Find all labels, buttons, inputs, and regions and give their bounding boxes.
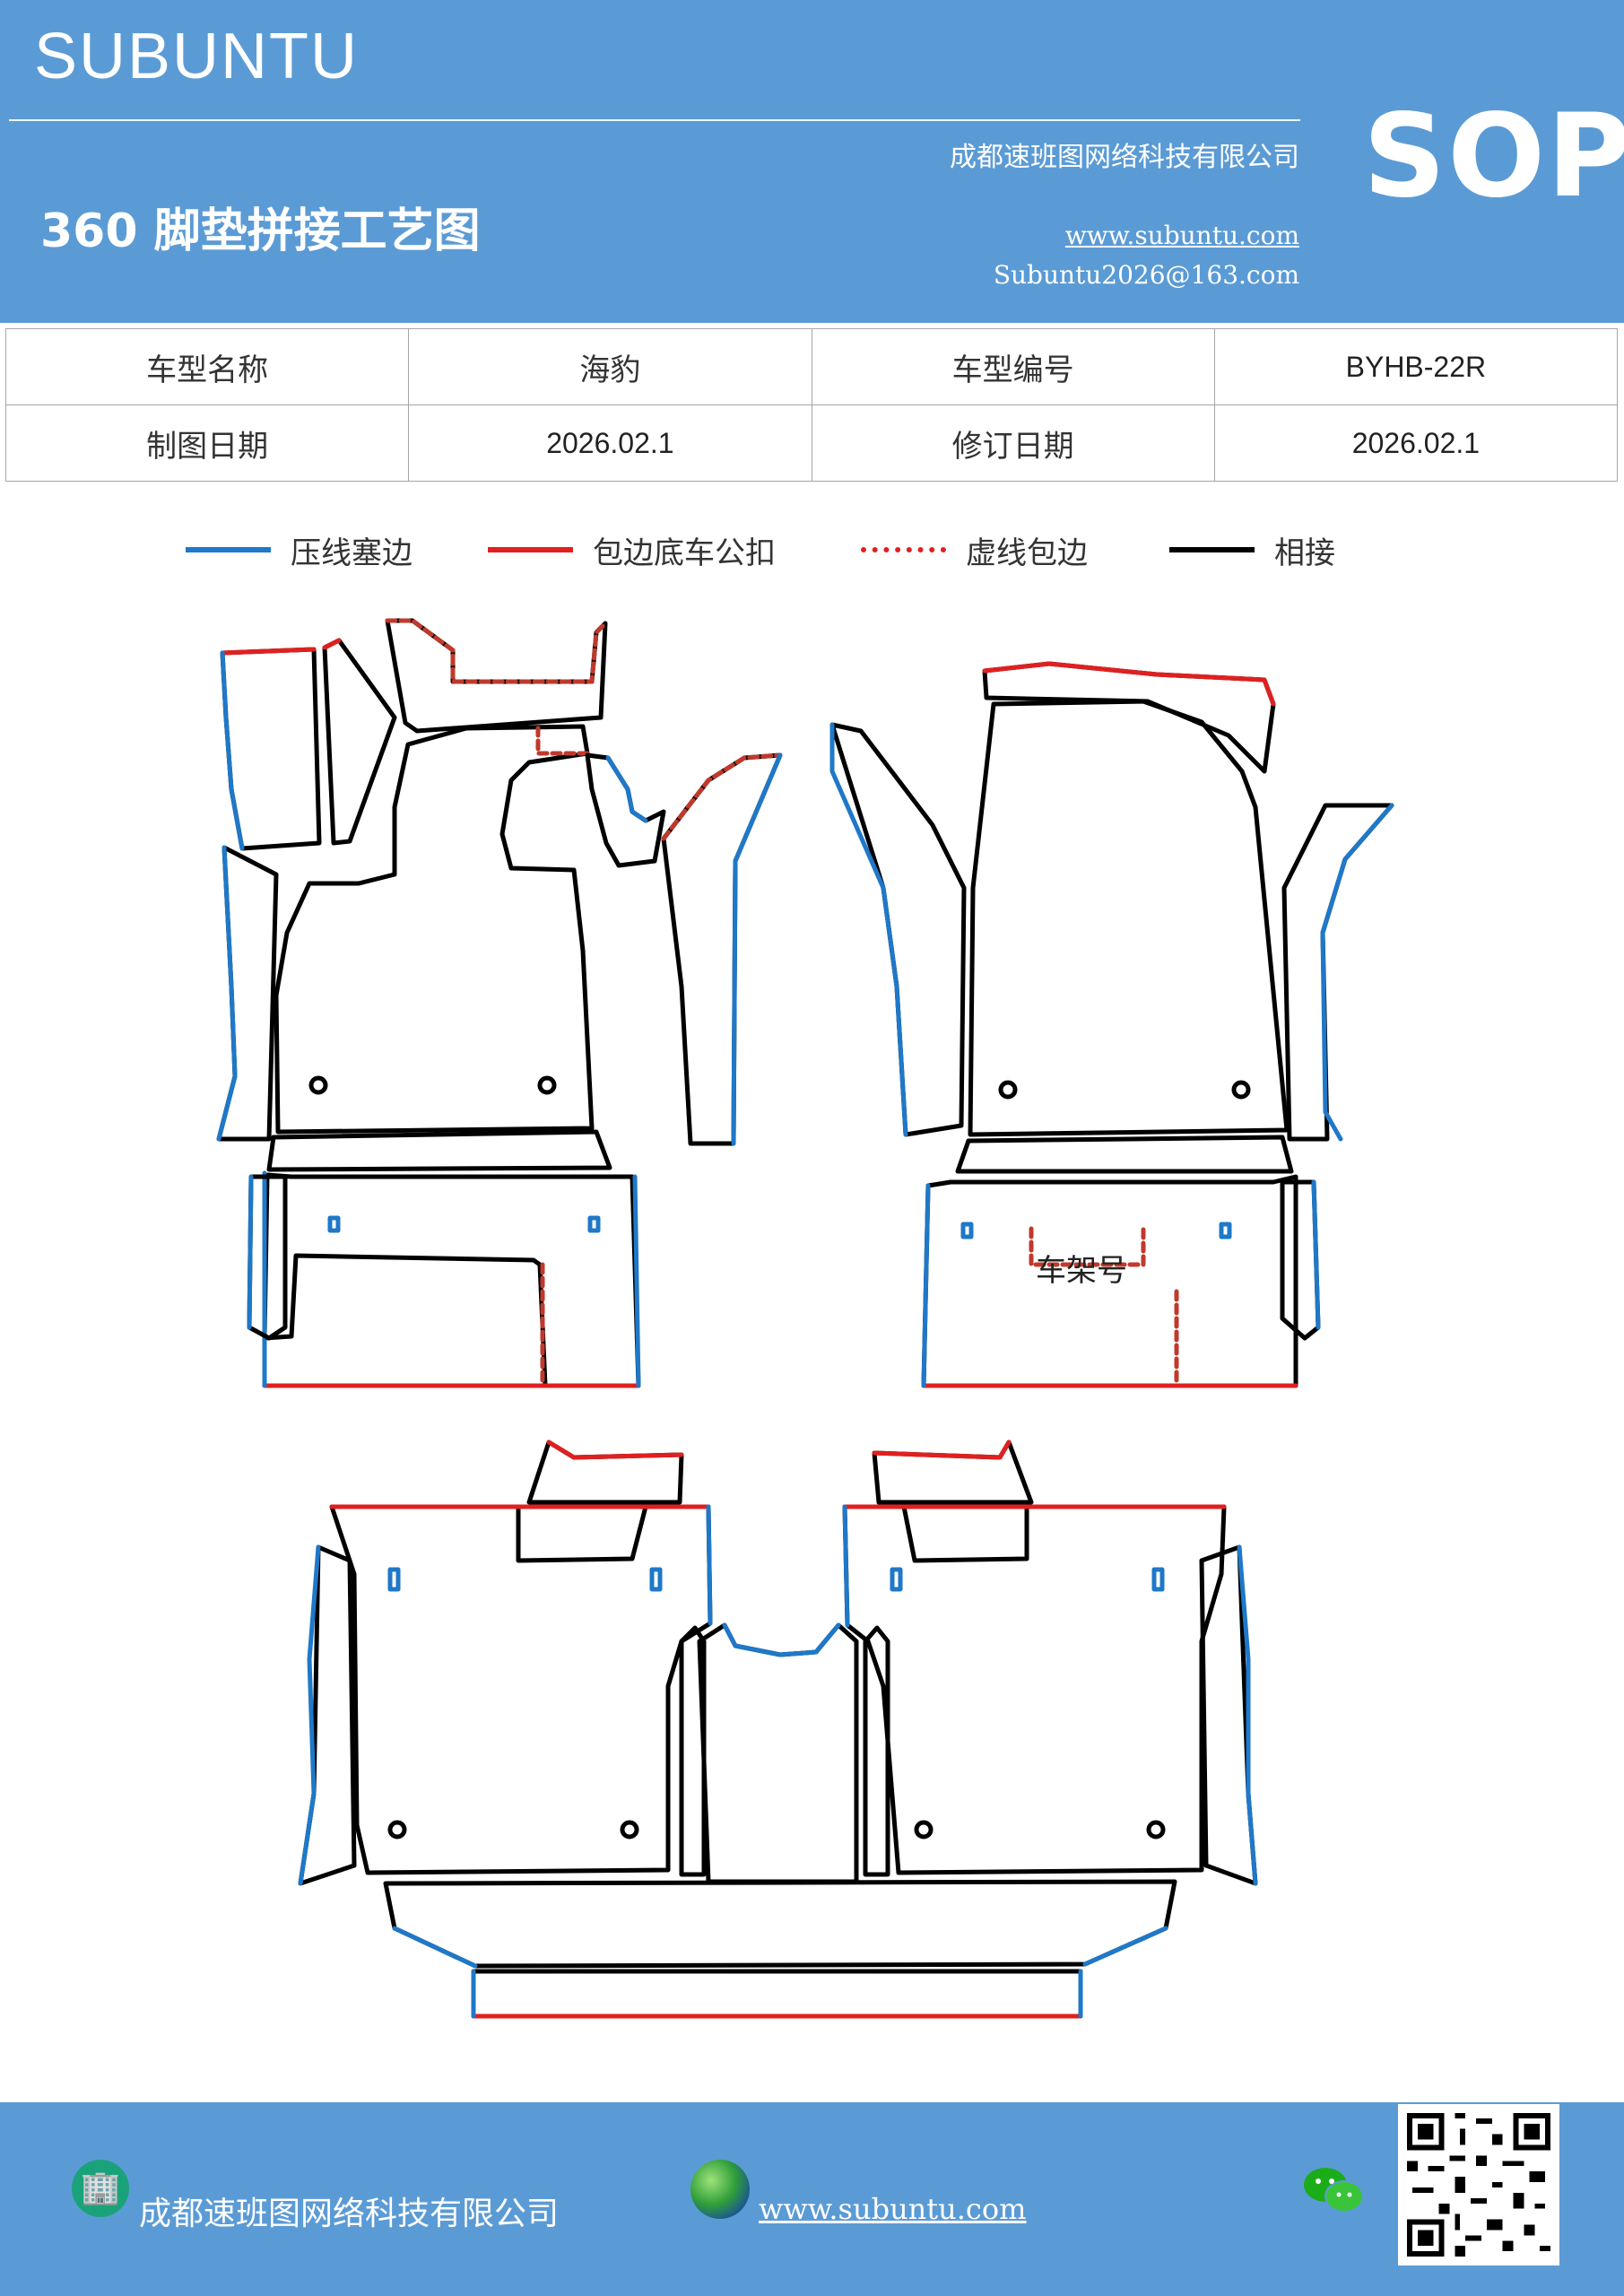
legend-swatch <box>488 547 573 552</box>
legend-label: 虚线包边 <box>966 535 1088 571</box>
value-cell: 2026.02.1 <box>408 404 812 482</box>
wechat-icon <box>1304 2168 1364 2213</box>
footer-website-link[interactable]: www.subuntu.com <box>759 2192 1027 2226</box>
header-banner: SUBUNTU 成都速班图网络科技有限公司 360 脚垫拼接工艺图 www.su… <box>0 0 1624 323</box>
table-row: 制图日期 2026.02.1 修订日期 2026.02.1 <box>4 404 1619 482</box>
table-row: 车型名称 海豹 车型编号 BYHB-22R <box>4 328 1619 405</box>
header-email[interactable]: Subuntu2026@163.com <box>993 260 1299 290</box>
label-cell: 制图日期 <box>4 404 410 482</box>
legend-label: 压线塞边 <box>291 535 413 571</box>
legend-item-edge-binding: 包边底车公扣 <box>488 527 776 572</box>
header-website-link[interactable]: www.subuntu.com <box>1064 221 1299 250</box>
globe-icon <box>690 2160 750 2219</box>
footer-company: 成都速班图网络科技有限公司 <box>139 2196 560 2232</box>
header-company: 成都速班图网络科技有限公司 <box>950 142 1299 173</box>
legend: 压线塞边 包边底车公扣 虚线包边 相接 <box>0 527 1624 572</box>
brand-name: SUBUNTU <box>34 21 360 92</box>
driver-side-mats <box>216 618 783 1388</box>
legend-item-joint: 相接 <box>1169 527 1335 572</box>
passenger-side-mats <box>829 661 1394 1388</box>
frame-number-label: 车架号 <box>1036 1253 1127 1289</box>
page-title: 360 脚垫拼接工艺图 <box>40 204 481 258</box>
label-cell: 修订日期 <box>811 404 1215 482</box>
building-icon: 🏢 <box>72 2160 129 2217</box>
legend-item-dotted-binding: 虚线包边 <box>861 527 1088 572</box>
rear-mats <box>298 1439 1258 2019</box>
legend-swatch <box>1169 547 1255 552</box>
value-cell: 海豹 <box>408 328 812 405</box>
legend-label: 相接 <box>1274 535 1335 571</box>
label-cell: 车型编号 <box>811 328 1215 405</box>
legend-swatch <box>186 547 271 552</box>
legend-item-press-line: 压线塞边 <box>186 527 413 572</box>
value-cell: 2026.02.1 <box>1213 404 1619 482</box>
value-cell: BYHB-22R <box>1213 328 1619 405</box>
header-divider <box>9 119 1300 121</box>
footer-banner: 🏢 成都速班图网络科技有限公司 www.subuntu.com <box>0 2102 1624 2296</box>
label-cell: 车型名称 <box>4 328 410 405</box>
legend-swatch <box>861 547 946 552</box>
vehicle-info-table: 车型名称 海豹 车型编号 BYHB-22R 制图日期 2026.02.1 修订日… <box>4 328 1619 482</box>
sop-badge: SOP <box>1363 90 1624 223</box>
floor-mat-diagram: 车架号 <box>216 618 1394 2019</box>
qr-code <box>1398 2104 1559 2266</box>
legend-label: 包边底车公扣 <box>593 535 776 571</box>
